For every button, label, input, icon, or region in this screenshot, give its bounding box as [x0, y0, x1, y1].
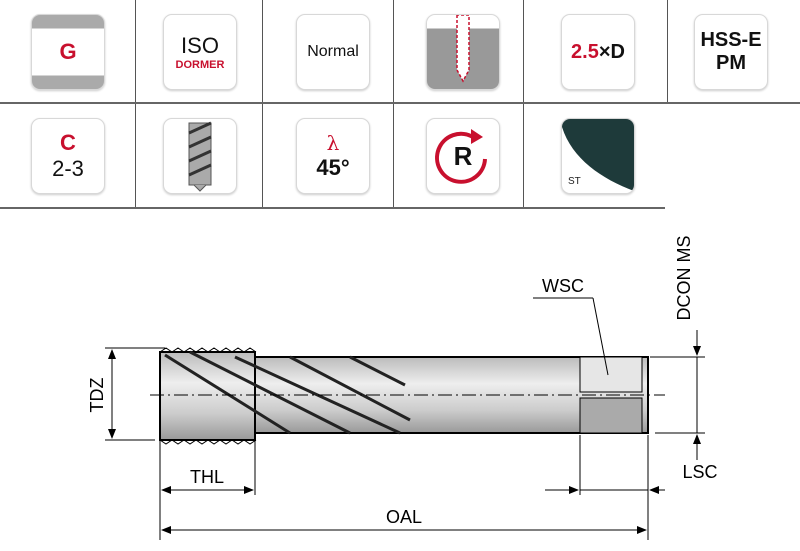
standard: ISO — [181, 33, 219, 58]
divider — [667, 0, 668, 103]
rotation-arrow-icon — [435, 129, 487, 184]
thl-label: THL — [190, 467, 224, 487]
tap-body — [150, 347, 665, 445]
depth-unit: ×D — [598, 40, 625, 63]
chamfer-icon: C 2-3 — [31, 118, 105, 194]
chamfer-form: C — [60, 130, 76, 155]
divider — [0, 207, 665, 209]
dormer-logo: DORMER — [175, 59, 225, 71]
rotation: R — [453, 140, 473, 171]
divider — [523, 0, 524, 208]
thread-type: G — [59, 39, 77, 64]
tolerance: Normal — [307, 43, 359, 60]
divider — [135, 0, 136, 208]
material-line2: PM — [716, 52, 746, 74]
divider — [0, 102, 800, 104]
thread-type-icon: G — [31, 14, 105, 90]
tolerance-icon: Normal — [296, 14, 370, 90]
helix-angle: 45° — [316, 155, 350, 180]
standard-icon: ISO DORMER — [163, 14, 237, 90]
blind-hole-icon — [426, 14, 500, 90]
helix-angle-icon: λ 45° — [296, 118, 370, 194]
lsc-label: LSC — [682, 462, 717, 482]
oal-label: OAL — [386, 507, 422, 527]
depth-value: 2.5 — [571, 40, 599, 63]
divider — [262, 0, 263, 208]
spiral-flute-icon — [163, 118, 237, 194]
divider — [393, 0, 394, 208]
material-line1: HSS-E — [700, 29, 762, 51]
rotation-icon: R — [426, 118, 500, 194]
chamfer-threads: 2-3 — [52, 156, 84, 181]
depth-icon: 2.5 ×D — [561, 14, 635, 90]
tdz-label: TDZ — [87, 378, 107, 413]
dcon-label: DCON MS — [674, 236, 694, 321]
material-icon: HSS-E PM — [694, 14, 768, 90]
dimension-lines — [105, 297, 705, 540]
coating: ST — [568, 176, 581, 187]
wsc-label: WSC — [542, 276, 584, 296]
helix-symbol: λ — [326, 131, 340, 155]
coating-icon: ST — [561, 118, 635, 194]
